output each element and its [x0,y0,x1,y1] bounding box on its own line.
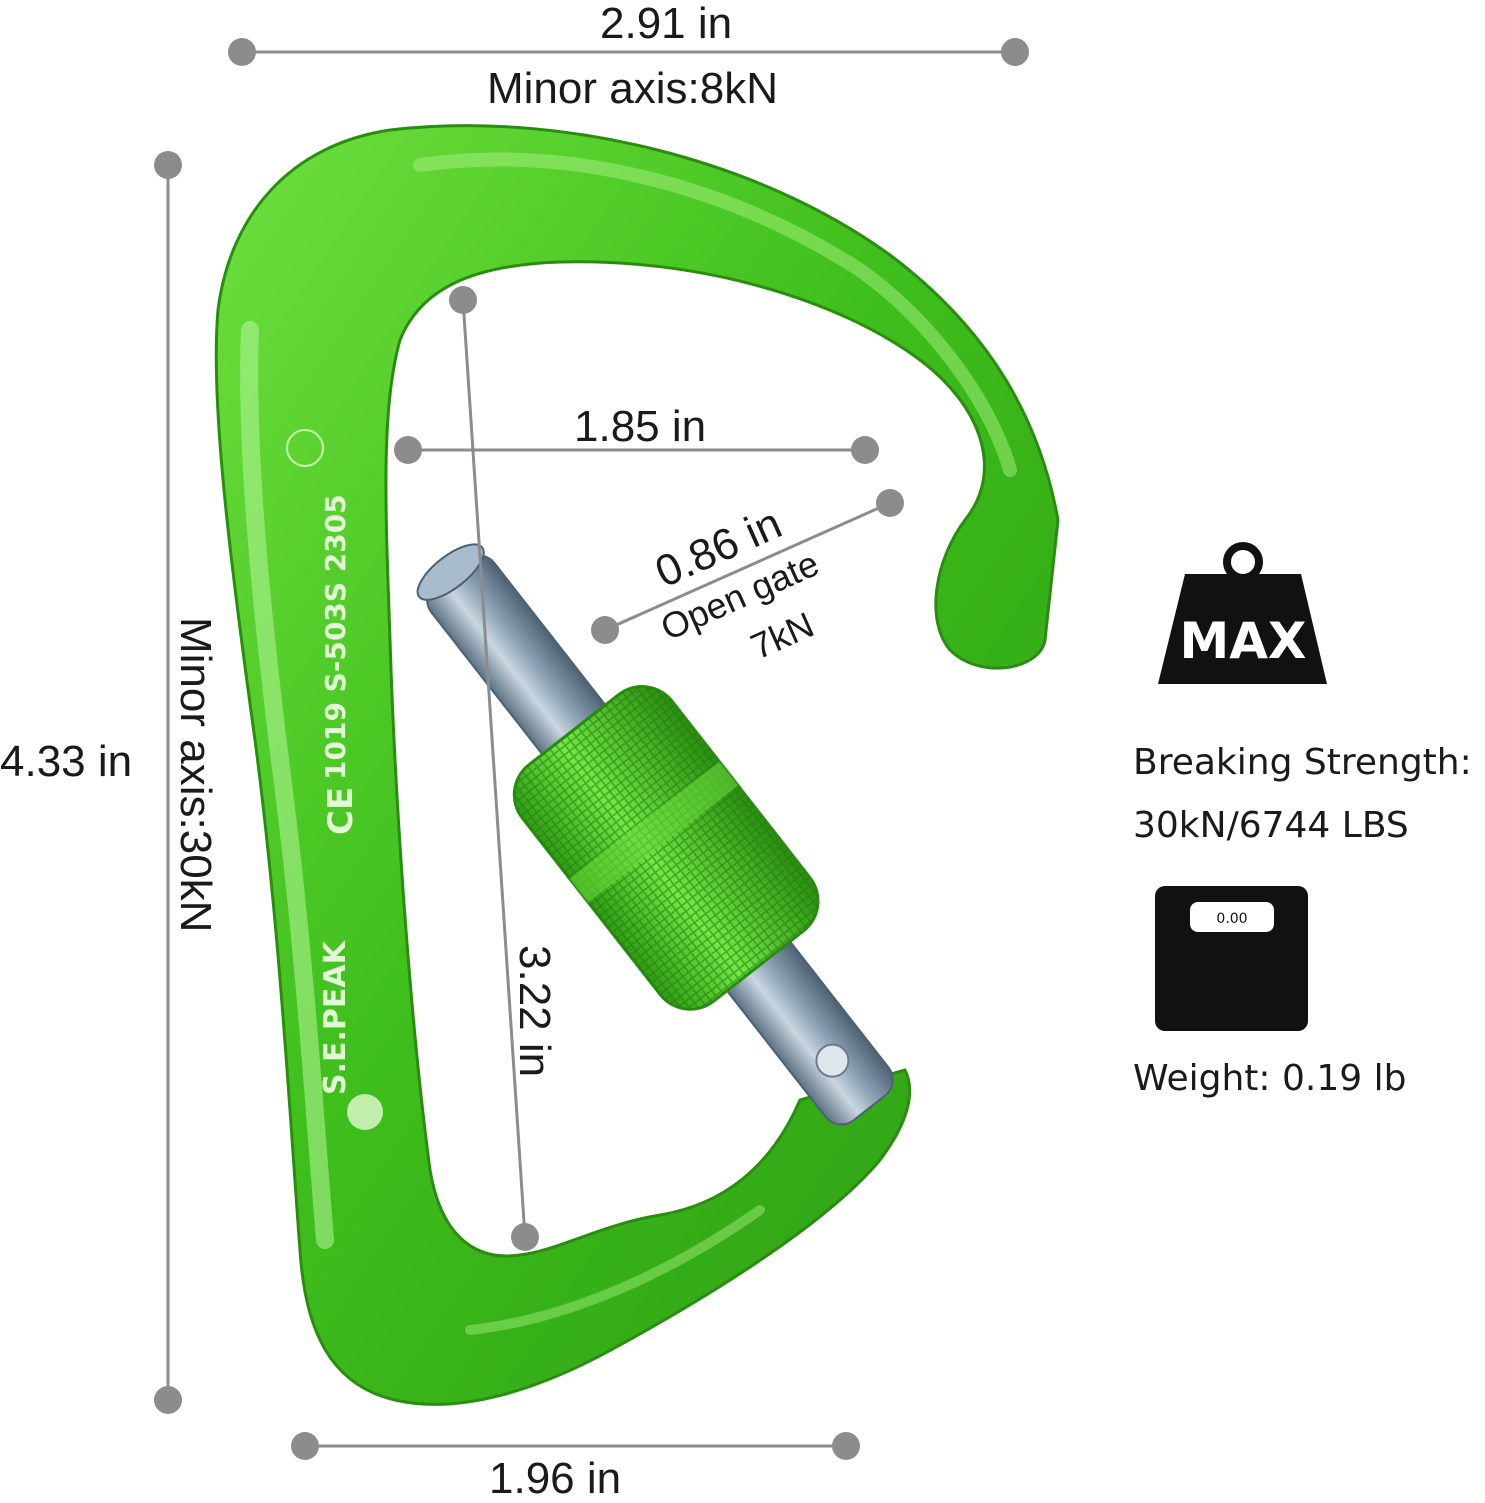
model-engraving: 1019 S-503S 2305 [319,494,352,780]
inner-width-label: 1.85 in [574,402,707,451]
carabiner-body [214,124,1060,1406]
dim-line-inner-length [461,299,527,1238]
dim-dot [1001,38,1029,66]
dim-dot [291,1432,319,1460]
dim-dot [449,286,477,314]
brand-logo [347,1094,383,1130]
dim-dot [876,489,904,517]
breaking-strength-title: Breaking Strength: [1133,742,1472,783]
dim-dot [154,1386,182,1414]
brand-engraving: S.E.PEAK [318,939,353,1095]
dim-line-gate [604,501,891,632]
breaking-strength-value: 30kN/6744 LBS [1133,805,1409,846]
scale-display: 0.00 [1216,911,1247,927]
inner-length-label: 3.22 in [510,945,559,1077]
weight-label: Weight: 0.19 lb [1133,1058,1407,1099]
uiaa-logo [286,429,324,467]
dimension-lines [154,38,1029,1460]
dim-dot [154,151,182,179]
bottom-width-label: 1.96 in [489,1454,622,1503]
ce-mark: CE [321,787,361,835]
dim-dot [394,436,422,464]
dim-dot [832,1432,860,1460]
scale-icon: 0.00 [1155,886,1308,1031]
top-axis-label: Minor axis:8kN [487,64,778,113]
side-axis-label: Minor axis:30kN [171,617,220,932]
gate-rivet [815,1043,850,1078]
dim-dot [228,38,256,66]
gate-strength-label: 7kN [745,604,820,667]
gate [416,543,894,1126]
height-label: 4.33 in [0,737,133,786]
max-weight-icon: MAX [1158,542,1327,684]
spine-engraving: S.E.PEAK CE 1019 S-503S 2305 [286,429,383,1130]
dim-dot [591,616,619,644]
max-label: MAX [1179,612,1306,670]
dim-dot [851,436,879,464]
top-width-label: 2.91 in [600,0,733,48]
dim-dot [511,1223,539,1251]
